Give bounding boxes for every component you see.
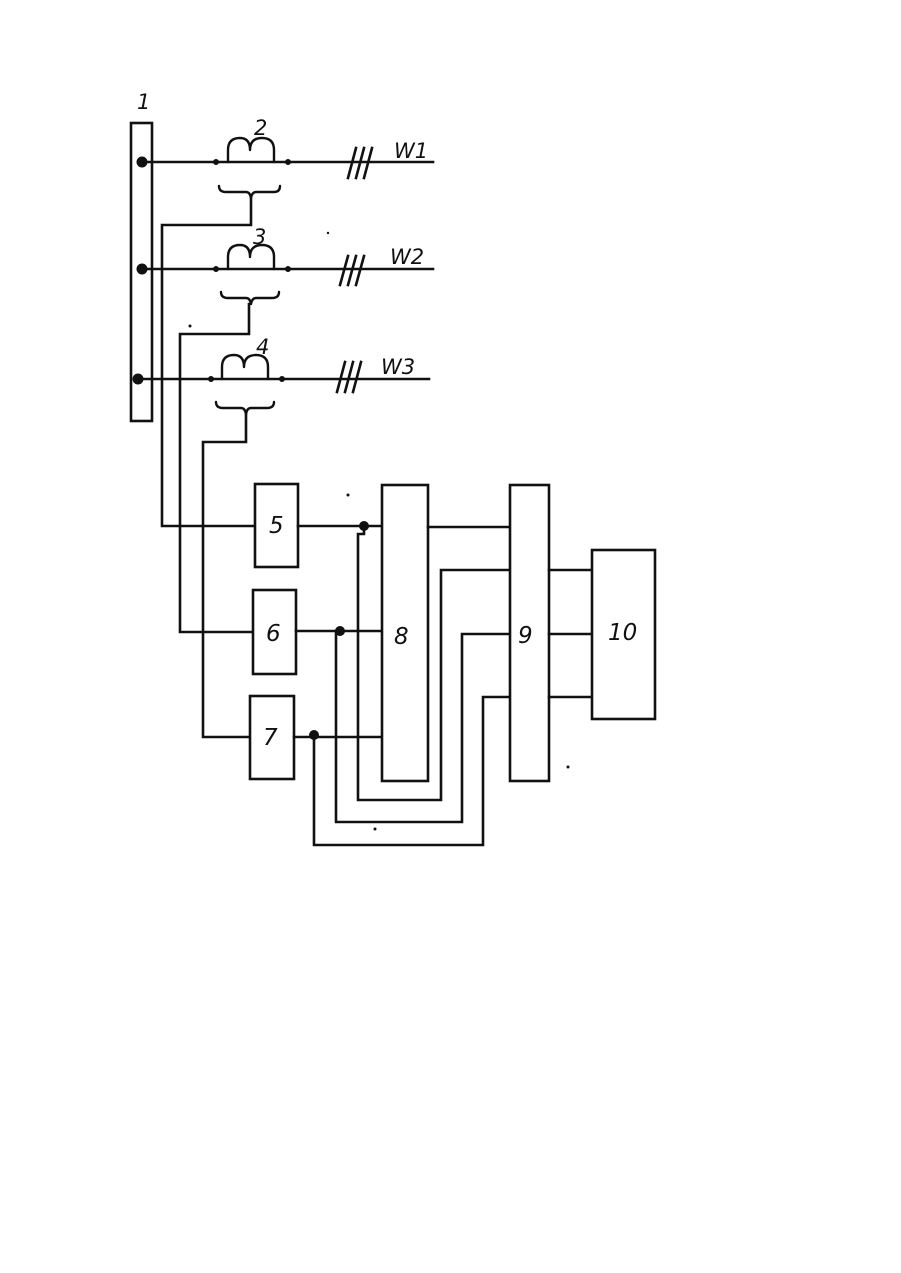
- three-phase-mark-w2: [340, 256, 364, 285]
- ct-label-4: 4: [256, 335, 269, 359]
- busbar-label: 1: [137, 90, 150, 114]
- block-5-label: 5: [269, 513, 284, 539]
- block-10-label: 10: [608, 620, 637, 646]
- ct-label-3: 3: [253, 225, 266, 249]
- block-8-label: 8: [394, 624, 409, 650]
- ct-bracket-3: [221, 292, 279, 304]
- three-phase-mark-w1: [348, 148, 372, 178]
- line-w1: 2 W1: [137, 116, 434, 198]
- block-6-label: 6: [266, 621, 281, 647]
- ct-bracket-2: [219, 186, 280, 198]
- speck: [567, 766, 570, 769]
- block-7-label: 7: [263, 725, 278, 751]
- lead-ct4-to-block7: [203, 414, 250, 737]
- lead-ct3-to-block6: [180, 304, 253, 632]
- line-w3: 4 W3: [133, 335, 430, 414]
- current-transformer-2: [228, 138, 274, 162]
- ct-bracket-4: [216, 402, 274, 414]
- line-w2: 3 W2: [137, 225, 434, 304]
- lead-ct2-to-block5: [162, 198, 255, 526]
- block-9-label: 9: [518, 623, 533, 649]
- line-label-w3: W3: [381, 355, 415, 379]
- ct-label-2: 2: [254, 116, 267, 140]
- line-label-w2: W2: [390, 245, 424, 269]
- speck: [327, 232, 329, 234]
- line-label-w1: W1: [394, 139, 428, 163]
- speck: [374, 828, 377, 831]
- speck: [189, 325, 192, 328]
- three-phase-mark-w3: [337, 362, 361, 392]
- current-transformer-3: [228, 245, 274, 269]
- speck: [347, 494, 350, 497]
